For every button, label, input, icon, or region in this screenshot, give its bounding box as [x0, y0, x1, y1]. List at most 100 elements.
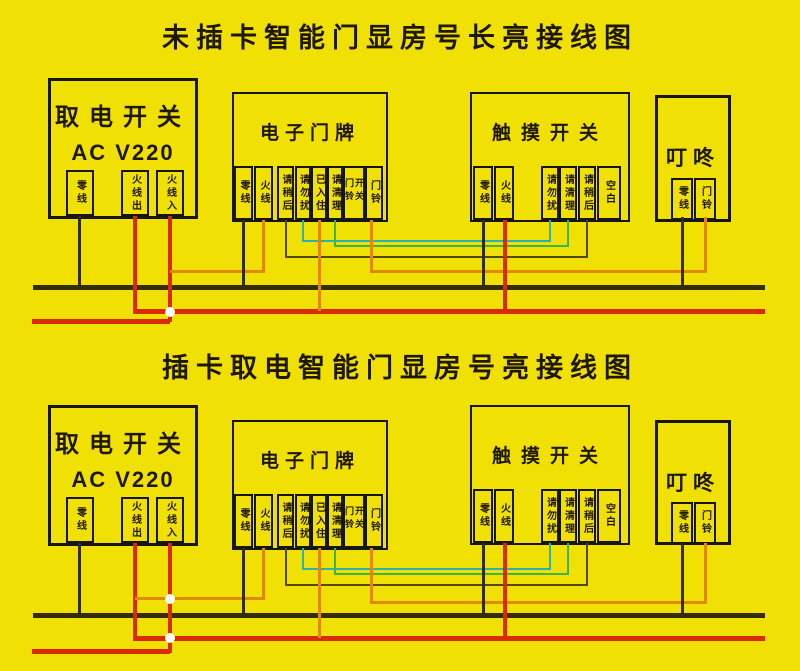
wire-plate-bell-drop [370, 220, 373, 272]
terminal-neutral: 零线 [671, 502, 693, 544]
terminal-neutral: 零线 [234, 494, 253, 548]
door-plate-title: 电子门牌 [259, 123, 360, 144]
box-doorbell-bottom: 叮咚 零线 门铃 [655, 420, 731, 545]
wire-live-out-drop [133, 216, 137, 313]
wire-doorbell-bell-drop [704, 543, 707, 604]
wire-neutral-bus [33, 285, 765, 290]
wire-touch-dnd-drop [549, 220, 551, 242]
power-switch-title: 取电开关 [55, 104, 191, 131]
terminal-live-in: 火线入 [156, 170, 184, 216]
junction-dot [165, 633, 175, 643]
terminal-clean: 请清理 [559, 489, 577, 543]
wire-occupied-drop [318, 220, 321, 311]
wire-plate-live-drop [262, 548, 265, 600]
wire-plate-wait-drop [285, 220, 287, 258]
wire-dnd-link [302, 568, 551, 570]
wire-plate-neutral-drop [242, 220, 245, 287]
terminal-live: 火线 [254, 494, 273, 548]
wire-touch-wait-drop [586, 543, 588, 586]
terminal-neutral: 零线 [66, 497, 94, 543]
terminal-bell-switch: 门铃开关 [343, 494, 365, 548]
terminal-neutral: 零线 [671, 178, 693, 220]
touch-switch-title: 触摸开关 [491, 123, 608, 144]
terminal-bell: 门铃 [365, 494, 383, 548]
door-plate-title: 电子门牌 [259, 451, 360, 472]
terminal-bell: 门铃 [694, 502, 716, 544]
terminal-occupied: 已入住 [311, 494, 327, 548]
terminal-dnd: 请勿扰 [541, 166, 559, 220]
terminal-wait: 请稍后 [277, 166, 294, 220]
terminal-clean: 请清理 [327, 166, 343, 220]
terminal-occupied: 已入住 [311, 166, 327, 220]
wire-plate-live-link [170, 270, 265, 273]
junction-dot [165, 594, 175, 604]
terminal-clean: 请清理 [327, 494, 343, 548]
box-doorbell-top: 叮咚 零线 门铃 [655, 95, 731, 222]
wire-live-feed [32, 319, 170, 324]
doorbell-title: 叮咚 [666, 472, 720, 495]
wire-doorbell-neutral-drop [681, 217, 684, 287]
terminal-blank: 空白 [597, 166, 621, 220]
terminal-wait: 请稍后 [578, 166, 596, 220]
terminal-blank: 空白 [597, 489, 621, 543]
terminal-dnd: 请勿扰 [541, 489, 559, 543]
wire-live-out-bus [133, 636, 765, 641]
wire-touch-neutral-drop [482, 543, 485, 615]
terminal-neutral: 零线 [473, 489, 493, 543]
wire-neutral-bus [33, 613, 765, 618]
terminal-live: 火线 [494, 166, 514, 220]
wire-wait-link [285, 584, 588, 586]
terminal-live-in: 火线入 [156, 497, 184, 543]
wire-plate-dnd-drop [302, 220, 304, 242]
wire-plate-clean-drop [334, 548, 336, 575]
wire-plate-live-drop [262, 220, 265, 273]
terminal-bell-switch: 门铃开关 [343, 166, 365, 220]
box-door-plate-top: 电子门牌 零线 火线 请稍后 请勿扰 已入住 请清理 门铃开关 门铃 [232, 92, 388, 222]
wire-occupied-drop [318, 548, 321, 638]
power-switch-voltage: AC V220 [71, 140, 175, 165]
terminal-live-out: 火线出 [121, 170, 149, 216]
terminal-wait: 请稍后 [578, 489, 596, 543]
wire-wait-link [285, 256, 588, 258]
wire-live-in-drop [168, 216, 172, 322]
power-switch-title: 取电开关 [55, 431, 191, 458]
wire-dnd-link [302, 240, 551, 242]
wire-touch-dnd-drop [549, 543, 551, 570]
terminal-live: 火线 [254, 166, 273, 220]
wire-doorbell-neutral-drop [681, 543, 684, 615]
wire-live-out-drop [133, 543, 137, 640]
terminal-bell: 门铃 [694, 178, 716, 220]
wire-plate-bell-drop [370, 548, 373, 603]
touch-switch-title: 触摸开关 [491, 446, 608, 467]
wire-live-feed [32, 649, 170, 654]
wire-clean-link [334, 573, 569, 575]
wire-plate-dnd-drop [302, 548, 304, 570]
box-touch-switch-top: 触摸开关 零线 火线 请勿扰 请清理 请稍后 空白 [470, 92, 630, 222]
terminal-dnd: 请勿扰 [295, 494, 311, 548]
wire-clean-link [334, 245, 569, 247]
terminal-wait: 请稍后 [277, 494, 294, 548]
wire-touch-wait-drop [586, 220, 588, 258]
wire-touch-live-drop [503, 220, 507, 311]
wire-doorbell-bell-drop [704, 217, 707, 272]
wire-touch-clean-drop [567, 220, 569, 247]
diagram-title-top: 未插卡智能门显房号长亮接线图 [162, 23, 638, 53]
box-door-plate-bottom: 电子门牌 零线 火线 请稍后 请勿扰 已入住 请清理 门铃开关 门铃 [232, 420, 388, 550]
diagram-title-bottom: 插卡取电智能门显房号亮接线图 [162, 353, 638, 383]
wire-plate-clean-drop [334, 220, 336, 247]
terminal-neutral: 零线 [66, 170, 94, 216]
doorbell-title: 叮咚 [666, 147, 720, 170]
wire-bell-link [370, 601, 707, 604]
wire-power-neutral-drop [78, 543, 81, 615]
wire-bell-link [370, 270, 707, 273]
wire-plate-live-link [135, 597, 265, 600]
junction-dot [165, 307, 175, 317]
wire-touch-neutral-drop [482, 220, 485, 287]
terminal-live-out: 火线出 [121, 497, 149, 543]
wire-touch-live-drop [503, 543, 507, 638]
box-touch-switch-bottom: 触摸开关 零线 火线 请勿扰 请清理 请稍后 空白 [470, 405, 630, 545]
terminal-bell: 门铃 [365, 166, 383, 220]
wire-plate-neutral-drop [242, 548, 245, 615]
terminal-dnd: 请勿扰 [295, 166, 311, 220]
